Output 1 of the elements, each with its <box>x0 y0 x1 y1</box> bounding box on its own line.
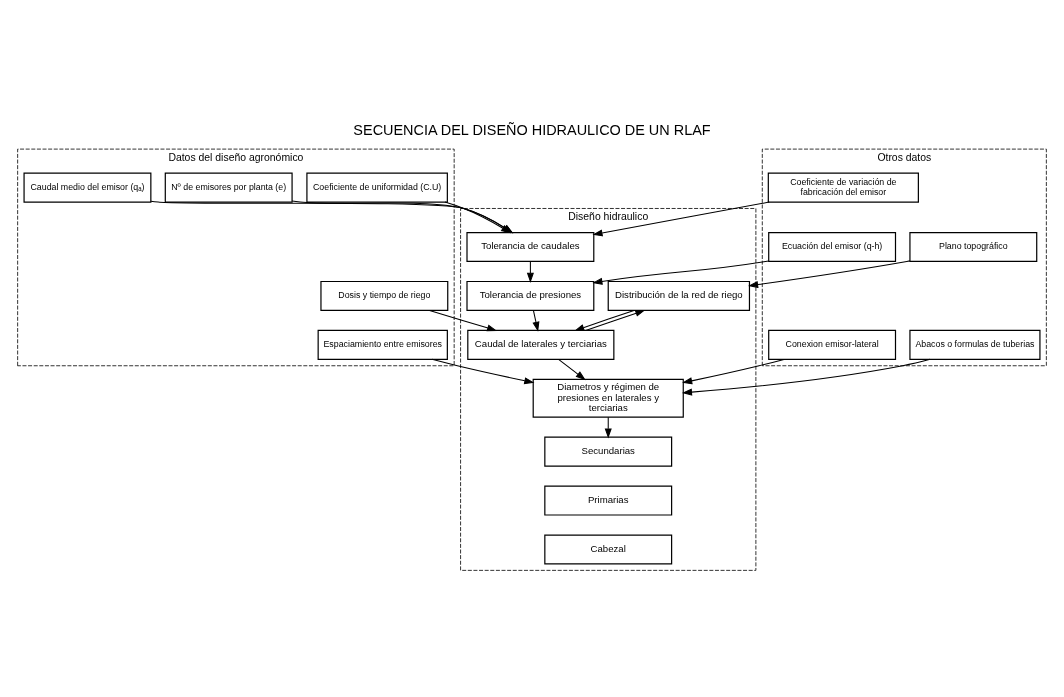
diagram-title: SECUENCIA DEL DISEÑO HIDRAULICO DE UN RLAF <box>353 121 711 138</box>
